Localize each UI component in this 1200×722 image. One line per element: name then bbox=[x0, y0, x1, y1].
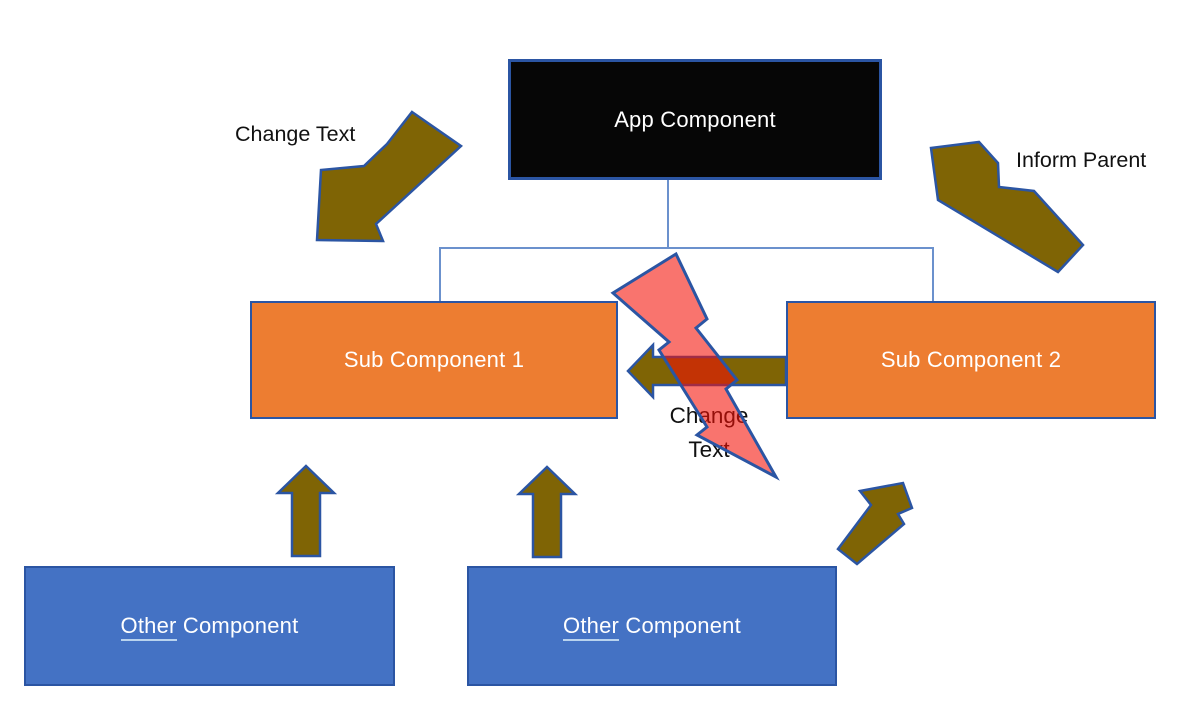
other-component-1-word-component: Component bbox=[182, 613, 299, 638]
sub-component-1-node: Sub Component 1 bbox=[250, 301, 618, 419]
sub-component-1-label: Sub Component 1 bbox=[343, 347, 525, 372]
sub-component-2-node: Sub Component 2 bbox=[786, 301, 1156, 419]
change-text-middle-line2: Text bbox=[688, 437, 730, 462]
other-component-1-word-other: Other bbox=[120, 613, 177, 641]
other1-up-arrow-icon bbox=[274, 464, 338, 558]
app-component-node: App Component bbox=[508, 59, 882, 180]
other-component-2-word-component: Component bbox=[625, 613, 741, 638]
other2-up-arrow-icon bbox=[515, 465, 579, 559]
other-component-2-label: Other Component bbox=[563, 613, 741, 641]
change-text-middle-label: Change Text bbox=[639, 399, 779, 467]
other-to-sub2-diagonal-arrow-icon bbox=[836, 481, 914, 566]
other-component-2-node: Other Component bbox=[467, 566, 837, 686]
sub-component-2-label: Sub Component 2 bbox=[880, 347, 1062, 372]
other-component-1-label: Other Component bbox=[120, 613, 299, 641]
other-component-1-node: Other Component bbox=[24, 566, 395, 686]
inform-parent-label: Inform Parent bbox=[1016, 148, 1147, 172]
sub2-to-sub1-arrow-icon bbox=[626, 341, 788, 401]
change-text-middle-line1: Change bbox=[669, 403, 749, 428]
change-text-top-label: Change Text bbox=[235, 122, 356, 146]
app-component-label: App Component bbox=[614, 106, 776, 132]
other-component-2-word-other: Other bbox=[563, 613, 620, 641]
